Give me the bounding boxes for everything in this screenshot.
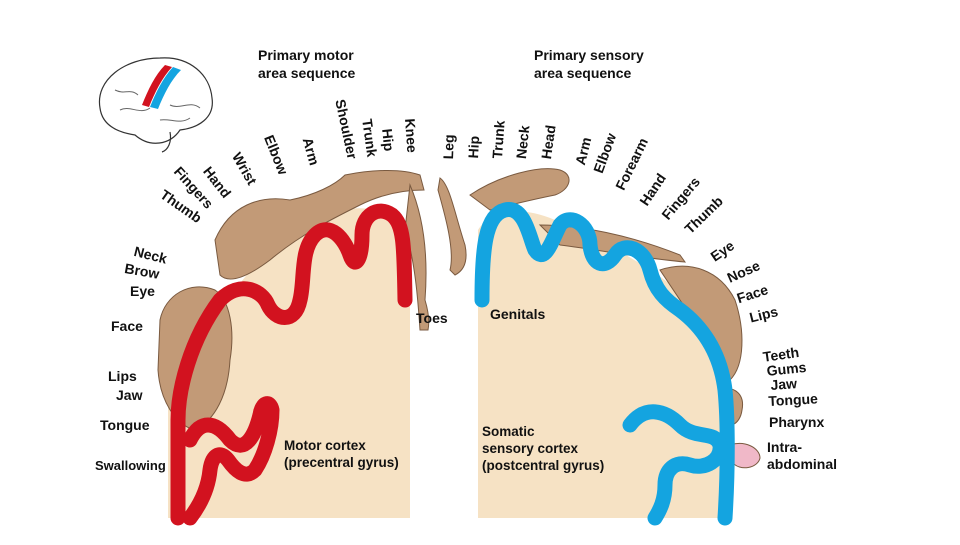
sensory-cortex-caption-line-2: sensory cortex bbox=[482, 441, 579, 456]
motor-cortex-band bbox=[170, 203, 413, 526]
sensory-cortex-band bbox=[474, 202, 735, 526]
sensory-title-line-1: Primary sensory bbox=[534, 47, 644, 63]
brain-thumbnail bbox=[98, 57, 213, 153]
motor-label-eye: Eye bbox=[130, 283, 155, 299]
sensory-cortex-caption-line-3: (postcentral gyrus) bbox=[482, 458, 605, 473]
motor-cortex-caption-line-1: Motor cortex bbox=[284, 438, 366, 453]
motor-cortex-caption: Motor cortex (precentral gyrus) bbox=[284, 437, 399, 471]
sensory-tissue bbox=[478, 211, 734, 519]
sensory-label-genitals: Genitals bbox=[490, 306, 546, 322]
motor-label-swallowing: Swallowing bbox=[95, 458, 166, 473]
motor-label-hip: Hip bbox=[379, 127, 398, 153]
motor-label-knee: Knee bbox=[402, 117, 421, 154]
sensory-title-line-2: area sequence bbox=[534, 65, 632, 81]
sensory-cortex-fold bbox=[622, 404, 728, 526]
sensory-label-jaw: Jaw bbox=[769, 375, 798, 393]
motor-label-toes: Toes bbox=[416, 310, 448, 326]
sensory-label-intra-2: abdominal bbox=[767, 456, 838, 472]
brain-motor-strip bbox=[142, 65, 172, 107]
sensory-cortex-caption-line-1: Somatic bbox=[482, 424, 535, 439]
sensory-cortex-caption: Somatic sensory cortex (postcentral gyru… bbox=[482, 423, 604, 474]
motor-cortex-fold bbox=[182, 396, 280, 526]
motor-title-line-1: Primary motor bbox=[258, 47, 354, 63]
motor-title: Primary motor area sequence bbox=[258, 46, 355, 82]
motor-cortex-caption-line-2: (precentral gyrus) bbox=[284, 455, 399, 470]
sensory-label-hip: Hip bbox=[465, 135, 483, 159]
sensory-label-trunk: Trunk bbox=[489, 119, 508, 160]
sensory-label-tongue: Tongue bbox=[767, 390, 819, 409]
sensory-label-neck: Neck bbox=[513, 124, 533, 160]
motor-label-jaw: Jaw bbox=[116, 387, 143, 403]
motor-title-line-2: area sequence bbox=[258, 65, 356, 81]
motor-label-tongue: Tongue bbox=[100, 417, 150, 433]
sensory-label-intra-1: Intra- bbox=[767, 439, 802, 455]
sensory-title: Primary sensory area sequence bbox=[534, 46, 644, 82]
sensory-label-pharynx: Pharynx bbox=[769, 414, 825, 430]
sensory-label-leg: Leg bbox=[440, 134, 457, 160]
motor-label-face: Face bbox=[111, 318, 143, 334]
brain-sensory-strip bbox=[150, 67, 181, 109]
motor-label-lips: Lips bbox=[108, 368, 137, 384]
